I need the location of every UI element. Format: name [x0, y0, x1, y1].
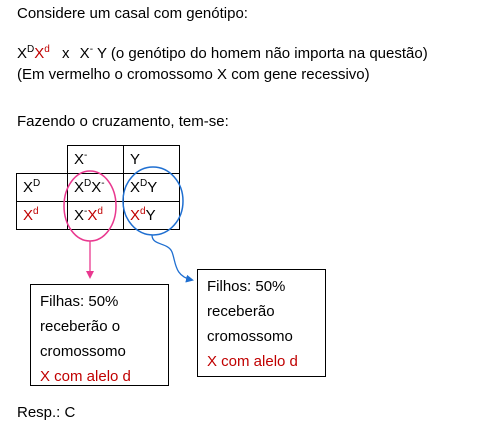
cell-1-1: XDX- [67, 173, 124, 202]
gene-symbol: XD [17, 44, 35, 63]
gene-symbol: XD [130, 178, 148, 197]
cell-1-2: XDY [123, 173, 180, 202]
daughters-line-1: Filhas: 50% [40, 293, 119, 310]
gene-symbol: Y [147, 179, 158, 196]
genotype-note: (o genótipo do homem não importa na ques… [110, 45, 428, 62]
header-cell-2: Y [123, 145, 180, 174]
corner-cell [16, 145, 68, 174]
gene-symbol: Xd [34, 44, 50, 63]
gene-symbol: Xd [23, 206, 39, 225]
gene-symbol: XD [23, 178, 41, 197]
gene-symbol: Xd [130, 206, 146, 225]
sons-highlight: X com alelo d [207, 353, 298, 370]
cell-2-2: XdY [123, 201, 180, 230]
row-label-2: Xd [16, 201, 68, 230]
gene-symbol: Y [96, 45, 107, 62]
gene-symbol: Xd [87, 206, 103, 225]
gene-symbol: Y [145, 207, 156, 224]
sons-line-2: receberão [207, 303, 275, 320]
father-genotype: X- Y [79, 44, 111, 63]
daughters-line-3: cromossomo [40, 343, 126, 360]
answer-text: Resp.: C [17, 404, 76, 421]
intro-text: Considere um casal com genótipo: [17, 5, 248, 22]
punnett-square: X- Y XD XDX- XDY Xd X-Xd XdY [16, 145, 180, 230]
sons-arrow [151, 234, 194, 283]
sons-line-3: cromossomo [207, 328, 293, 345]
row-label-1: XD [16, 173, 68, 202]
gene-symbol: XD [74, 178, 92, 197]
gene-symbol: Y [130, 151, 141, 168]
cross-title: Fazendo o cruzamento, tem-se: [17, 113, 229, 130]
sons-box: Filhos: 50% receberão cromossomo X com a… [197, 269, 326, 377]
legend-text: (Em vermelho o cromossomo X com gene rec… [17, 66, 370, 83]
cell-2-1: X-Xd [67, 201, 124, 230]
header-cell-1: X- [67, 145, 124, 174]
gene-symbol: X- [91, 178, 105, 197]
gene-symbol: X- [74, 150, 88, 169]
gene-symbol: X- [74, 206, 88, 225]
daughters-highlight: X com alelo d [40, 368, 131, 385]
genotype-line: XDXd x X- Y (o genótipo do homem não imp… [17, 45, 428, 63]
daughters-line-2: receberão o [40, 318, 121, 335]
gene-symbol: X- [79, 44, 94, 63]
sons-line-1: Filhos: 50% [207, 278, 286, 295]
daughters-box: Filhas: 50% receberão o cromossomo X com… [30, 284, 169, 386]
cross-symbol: x [62, 45, 70, 62]
mother-genotype: XDXd [17, 44, 54, 63]
